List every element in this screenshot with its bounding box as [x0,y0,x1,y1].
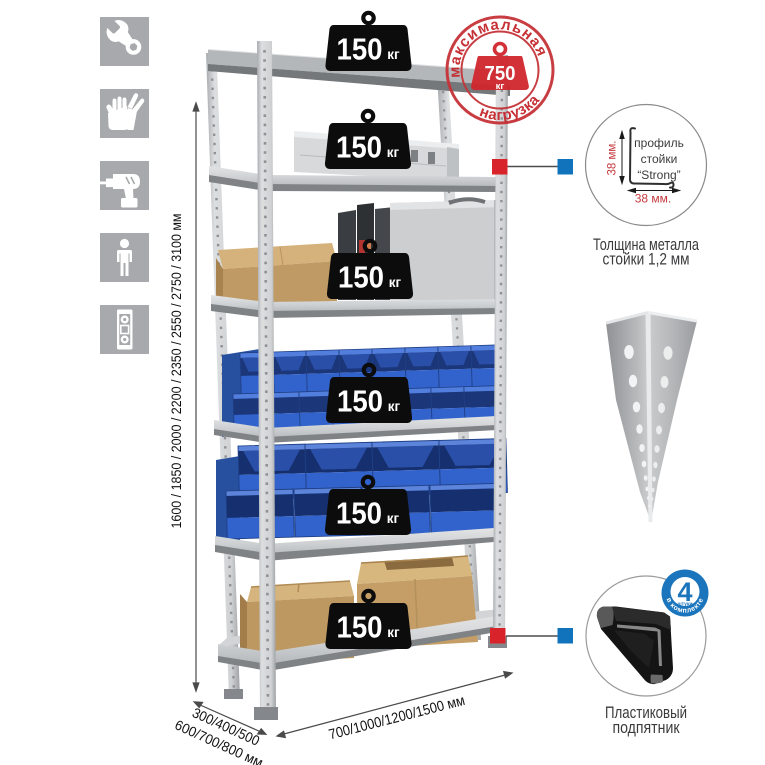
svg-text:4: 4 [677,577,692,607]
svg-text:700/1000/1200/1500 мм: 700/1000/1200/1500 мм [327,693,467,744]
svg-text:38 мм.: 38 мм. [607,141,619,176]
svg-text:“Strong”: “Strong” [637,168,680,182]
svg-text:штуки: штуки [677,602,692,608]
svg-text:нагрузка: нагрузка [474,89,546,131]
svg-text:стойки: стойки [641,152,678,166]
svg-text:750: 750 [485,62,516,85]
svg-text:38 мм.: 38 мм. [635,192,672,206]
svg-text:профиль: профиль [634,136,684,150]
svg-text:кг: кг [496,81,505,92]
svg-text:стойки 1,2 мм: стойки 1,2 мм [603,251,690,269]
svg-text:подпятник: подпятник [613,719,681,737]
svg-text:Пластиковый: Пластиковый [605,704,687,722]
svg-text:Толщина металла: Толщина металла [593,236,700,254]
svg-text:1600 / 1850 / 2000 / 2200 / 23: 1600 / 1850 / 2000 / 2200 / 2350 / 2550 … [169,214,184,529]
